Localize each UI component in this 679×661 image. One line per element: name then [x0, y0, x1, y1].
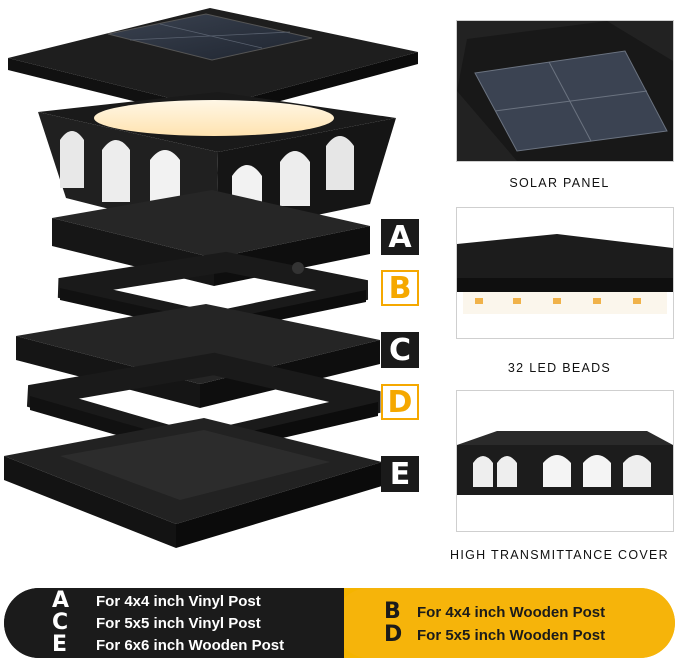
legend-letter-c: C — [52, 610, 69, 635]
badge-a: A — [381, 219, 419, 255]
legend-line-6x6-wooden: For 6x6 inch Wooden Post — [96, 637, 285, 654]
legend-line-4x4-vinyl: For 4x4 inch Vinyl Post — [96, 593, 261, 610]
legend-letter-b: B — [384, 599, 401, 624]
cover-caption: HIGH TRANSMITTANCE COVER — [450, 548, 669, 562]
legend-line-5x5-vinyl: For 5x5 inch Vinyl Post — [96, 615, 261, 632]
badge-c: C — [381, 332, 419, 368]
solar-panel-caption: SOLAR PANEL — [509, 176, 610, 190]
led-beads-image — [457, 208, 673, 338]
led-beads-caption: 32 LED BEADS — [507, 361, 612, 375]
legend-line-5x5-wooden: For 5x5 inch Wooden Post — [417, 627, 606, 644]
badge-d: D — [381, 384, 419, 420]
solar-panel-detail — [456, 20, 674, 162]
legend-line-4x4-wooden: For 4x4 inch Wooden Post — [417, 604, 606, 621]
wooden-post-section — [334, 588, 675, 658]
legend-letter-d: D — [384, 622, 403, 647]
base-plate-e — [4, 418, 382, 548]
compatibility-legend: A C E For 4x4 inch Vinyl Post For 5x5 in… — [4, 588, 675, 658]
solar-panel-image — [457, 21, 673, 161]
exploded-post-cap-illustration — [4, 8, 418, 548]
cover-image — [457, 391, 673, 531]
vinyl-post-section — [4, 588, 344, 658]
legend-letter-a: A — [52, 588, 70, 613]
led-beads-detail — [456, 207, 674, 339]
legend-letter-e: E — [52, 632, 68, 657]
badge-e: E — [381, 456, 419, 492]
cover-detail — [456, 390, 674, 532]
badge-b: B — [381, 270, 419, 306]
